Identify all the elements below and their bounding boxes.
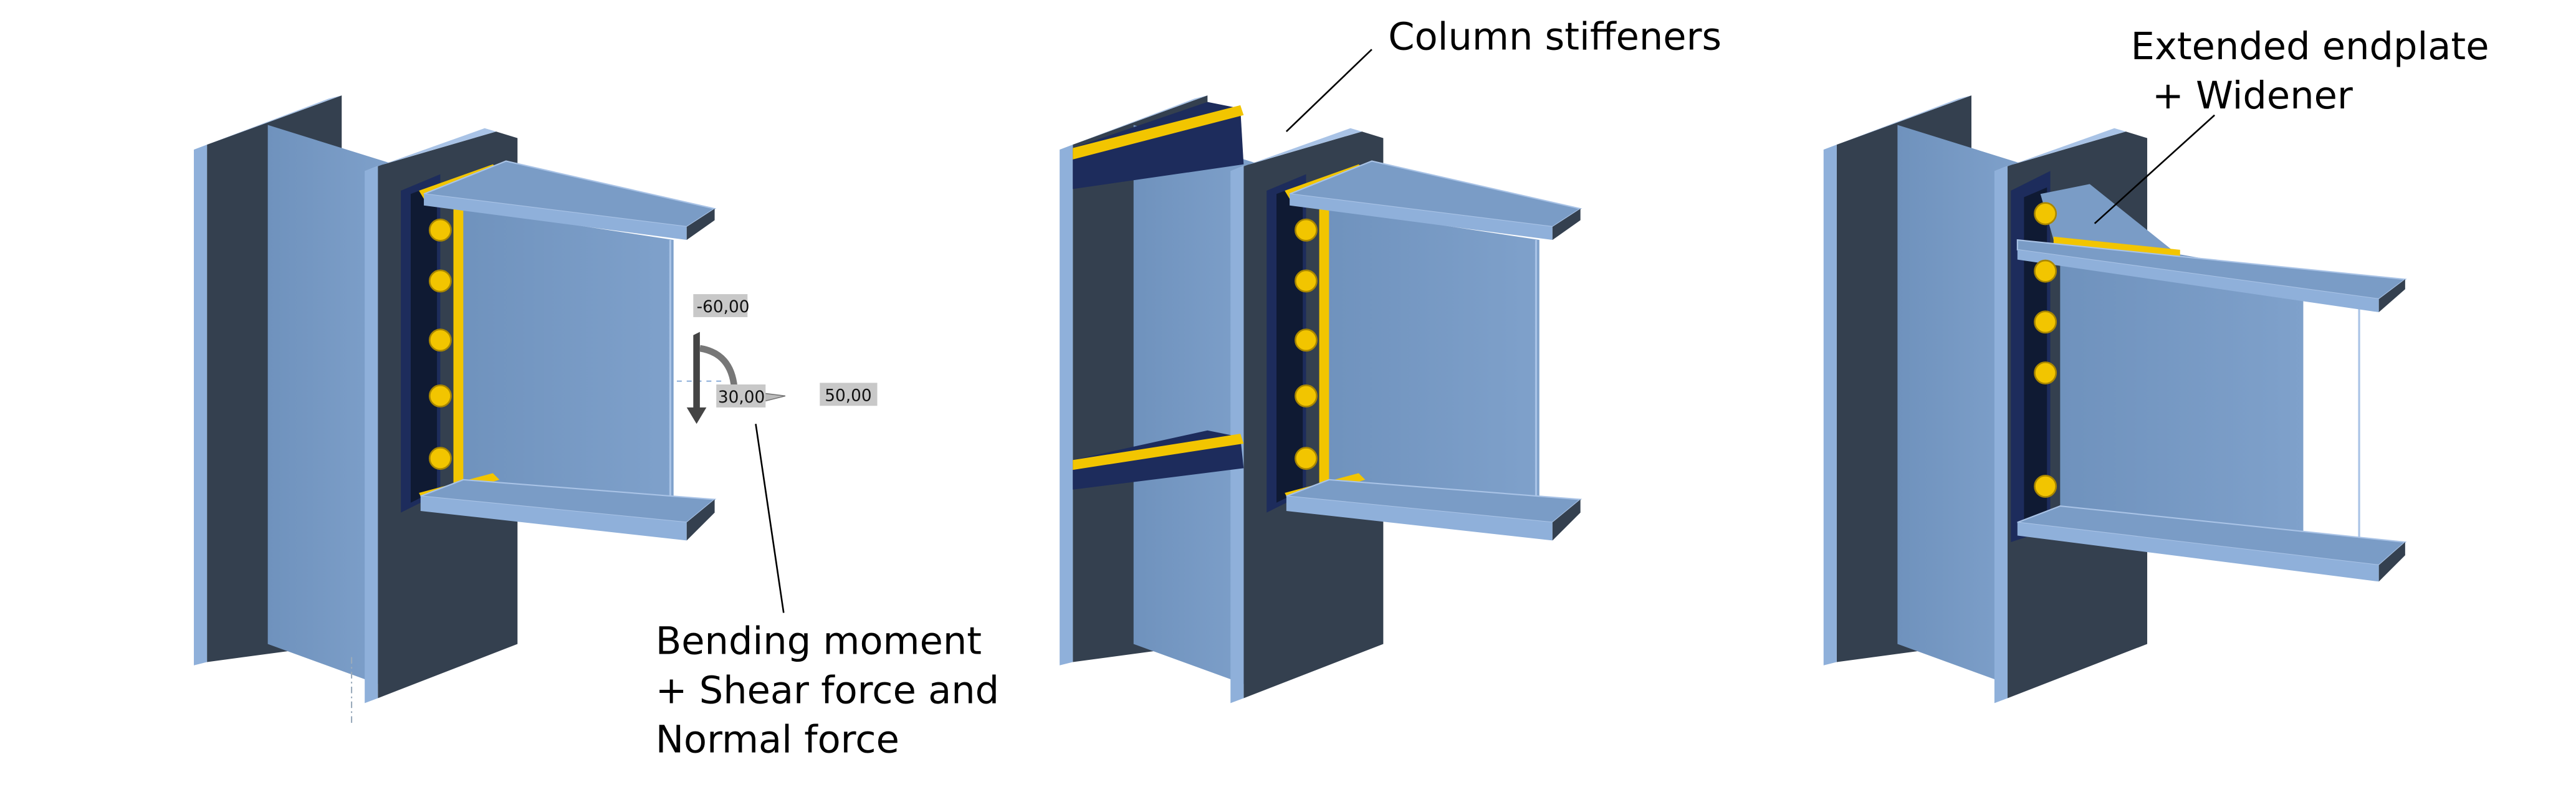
shear-value: 30,00 (718, 388, 765, 407)
annotation-line-1: Extended endplate (2131, 25, 2489, 69)
shear-value-box (716, 384, 766, 408)
panel-column-stiffeners: Column stiffeners (1060, 15, 1721, 704)
annotation-line-3: Normal force (656, 718, 899, 761)
annotation-line-1: Column stiffeners (1388, 15, 1721, 59)
moment-value-box (693, 294, 748, 317)
leader-line (755, 424, 785, 613)
panel-basic-connection: -60,00 30,00 50,00 Bending moment + Shea… (194, 95, 999, 761)
extended-endplate-beam (2011, 171, 2407, 582)
panel-extended-endplate: Extended endplate + Widener (1823, 25, 2489, 704)
annotation-line-2: + Shear force and (656, 669, 999, 712)
shear-arrow-icon (686, 331, 707, 424)
leader-line (1285, 49, 1372, 133)
column-stiffeners (1073, 102, 1244, 490)
load-symbols: -60,00 30,00 50,00 (676, 294, 878, 424)
bolt-group (2034, 202, 2057, 498)
widener (2040, 184, 2180, 257)
normal-value-box (820, 383, 878, 406)
annotation-line-1: Bending moment (656, 619, 982, 663)
moment-arrow-icon (699, 345, 738, 388)
moment-value: -60,00 (697, 298, 750, 317)
leader-line (2094, 114, 2215, 224)
annotation-line-2: + Widener (2152, 74, 2353, 118)
normal-value: 50,00 (825, 386, 871, 405)
